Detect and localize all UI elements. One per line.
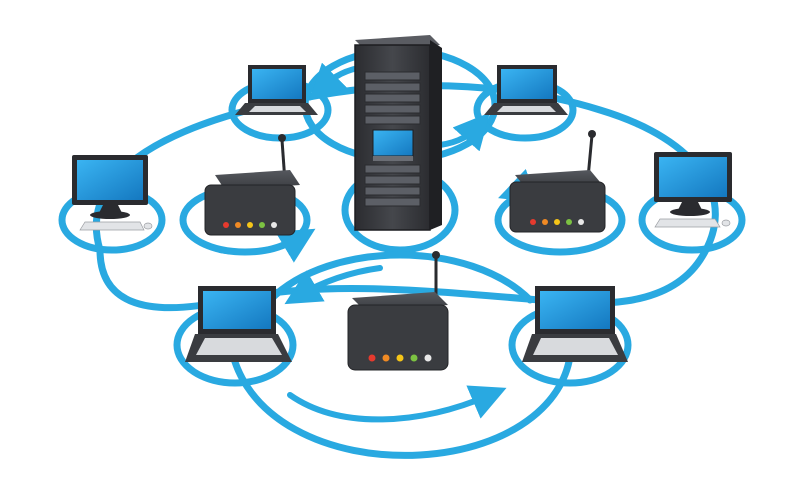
router-left xyxy=(204,134,300,236)
arrow-bottom xyxy=(287,385,507,423)
router-center xyxy=(347,251,449,371)
keyboard-right xyxy=(654,218,721,228)
desktop-right xyxy=(654,152,732,228)
mouse-right xyxy=(721,219,731,227)
laptop-top-left xyxy=(235,65,318,115)
server-units xyxy=(364,71,421,207)
router-right xyxy=(509,130,606,233)
router-left-leds xyxy=(223,222,277,228)
laptop-top-right xyxy=(484,65,568,115)
server-console-screen xyxy=(372,129,414,157)
server-rack-icon xyxy=(354,35,442,231)
router-right-leds xyxy=(530,219,584,225)
mouse-left xyxy=(143,222,153,230)
lower-network-ring xyxy=(226,326,575,459)
arrow-top-right xyxy=(437,112,490,152)
desktop-left xyxy=(72,155,153,231)
arrow-middle xyxy=(284,265,383,305)
arrow-top-left xyxy=(309,62,361,101)
router-center-leds xyxy=(368,354,432,362)
laptop-bottom-left xyxy=(185,286,292,362)
laptop-bottom-right xyxy=(522,286,628,362)
arrow-router-left xyxy=(217,228,316,263)
keyboard-left xyxy=(79,221,145,231)
